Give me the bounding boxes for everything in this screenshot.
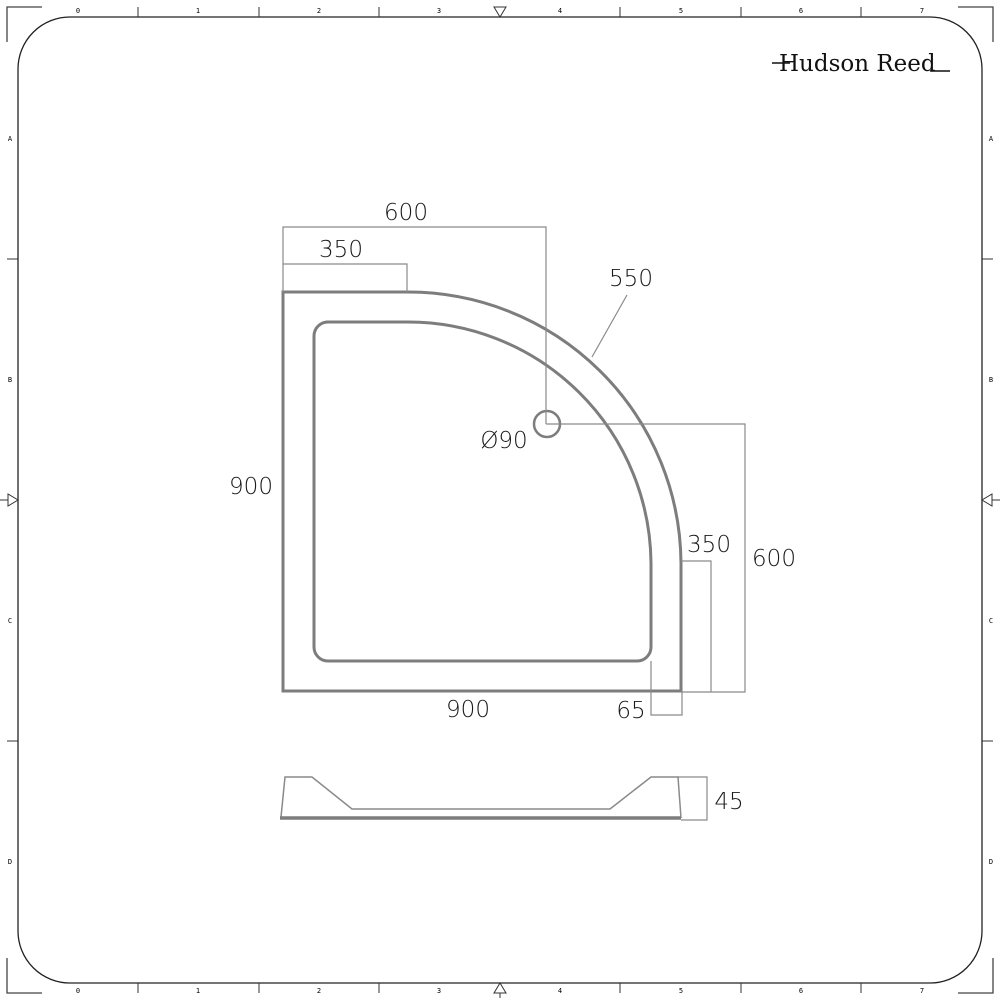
column-labels-bottom: 0 1 2 3 4 5 6 7 (76, 987, 924, 995)
dimension-lines (282, 226, 746, 716)
column-label: 4 (558, 987, 562, 995)
column-label: 4 (558, 7, 562, 15)
dim-rim-width: 65 (616, 698, 645, 724)
left-ruler (0, 258, 18, 742)
dim-bottom-width: 900 (446, 697, 490, 723)
center-arrow-left-icon (7, 493, 19, 507)
column-label: 6 (799, 7, 803, 15)
column-label: 5 (679, 7, 683, 15)
plan-view: 600 350 550 Ø90 900 900 350 600 65 (229, 200, 796, 724)
right-ruler (982, 258, 1000, 742)
dim-left-depth: 900 (229, 474, 273, 500)
row-label: A (989, 135, 994, 143)
center-arrow-top-icon (493, 6, 507, 18)
top-ruler (137, 7, 862, 17)
dim-radius: 550 (609, 266, 653, 292)
column-label: 5 (679, 987, 683, 995)
dim-height-line (678, 776, 708, 821)
row-label: C (8, 617, 12, 625)
column-label: 3 (437, 987, 441, 995)
dim-top-overall: 600 (384, 200, 428, 226)
dim-top-straight: 350 (319, 237, 363, 263)
row-label: A (8, 135, 13, 143)
row-labels-right: A B C D (989, 135, 994, 866)
dim-right-overall: 600 (752, 546, 796, 572)
center-arrow-right-icon (981, 493, 993, 507)
brand-logo: Hudson Reed (772, 51, 950, 77)
row-label: B (8, 376, 12, 384)
dim-right-straight: 350 (687, 532, 731, 558)
tray-outer-outline (281, 290, 683, 693)
column-label: 0 (76, 7, 80, 15)
dim-height: 45 (714, 789, 743, 815)
column-label: 2 (317, 7, 321, 15)
row-label: D (8, 858, 12, 866)
brand-name: Hudson Reed (779, 51, 936, 77)
dim-waste-diameter: Ø90 (480, 428, 527, 454)
row-labels-left: A B C D (8, 135, 13, 866)
tray-profile (280, 776, 682, 819)
column-label: 0 (76, 987, 80, 995)
side-view: 45 (280, 776, 744, 821)
drawing-frame (17, 16, 983, 984)
row-label: C (989, 617, 993, 625)
column-label: 2 (317, 987, 321, 995)
column-label: 3 (437, 7, 441, 15)
center-arrow-bottom-icon (493, 982, 507, 994)
row-label: D (989, 858, 993, 866)
row-label: B (989, 376, 993, 384)
column-labels-top: 0 1 2 3 4 5 6 7 (76, 7, 924, 15)
column-label: 7 (920, 987, 924, 995)
column-label: 1 (196, 987, 200, 995)
column-label: 1 (196, 7, 200, 15)
corner-marks (6, 6, 994, 994)
tray-inner-basin (312, 320, 653, 663)
column-label: 7 (920, 7, 924, 15)
column-label: 6 (799, 987, 803, 995)
